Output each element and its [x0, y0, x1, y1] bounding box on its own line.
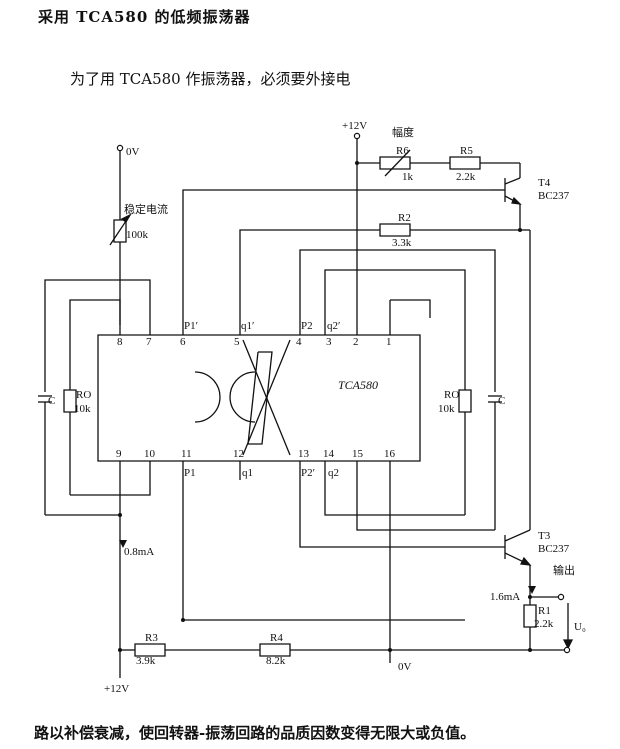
port-q2: q2 — [328, 467, 339, 479]
pin-7: 7 — [146, 336, 152, 348]
port-q1-prime: q1′ — [241, 320, 254, 332]
c-left-name: C — [48, 395, 55, 407]
port-q2-prime: q2′ — [327, 320, 340, 332]
ro-left-value: 10k — [74, 403, 91, 415]
uo-label: U₀ — [574, 621, 586, 633]
r1-value: 2.2k — [534, 618, 554, 630]
pin-15: 15 — [352, 448, 364, 460]
port-p1-prime: P1′ — [184, 320, 198, 332]
pot-stab-value: 100k — [126, 229, 149, 241]
ro-left-name: RO — [76, 389, 91, 401]
pin-11: 11 — [181, 448, 192, 460]
current-right: 1.6mA — [490, 591, 520, 603]
ic-body — [98, 335, 420, 461]
port-q1: q1 — [242, 467, 253, 479]
r2-value: 3.3k — [392, 237, 412, 249]
t3-name: T3 — [538, 530, 551, 542]
ro-right-value: 10k — [438, 403, 455, 415]
supply-bottom-0v: 0V — [398, 661, 412, 673]
ic-name: TCA580 — [338, 378, 378, 392]
pin-10: 10 — [144, 448, 156, 460]
port-p2-prime: P2′ — [301, 467, 315, 479]
r2-name: R2 — [398, 212, 411, 224]
ro-right-name: RO — [444, 389, 459, 401]
pin-2: 2 — [353, 336, 359, 348]
pin-14: 14 — [323, 448, 335, 460]
intro-text: 为了用 TCA580 作振荡器，必须要外接电 — [70, 70, 351, 88]
supply-bottom-12v: +12V — [104, 683, 129, 695]
c-right-name: C — [498, 395, 505, 407]
r6-caption: 幅度 — [392, 125, 414, 139]
r6-name: R6 — [396, 145, 409, 157]
pin-16: 16 — [384, 448, 396, 460]
port-p1: P1 — [184, 467, 196, 479]
pot-stab-name: 稳定电流 — [124, 202, 168, 216]
pin-12: 12 — [233, 448, 244, 460]
r3-value: 3.9k — [136, 655, 156, 667]
r6-resistor — [380, 157, 410, 169]
t4-name: T4 — [538, 177, 551, 189]
footer-text: 路以补偿衰减，使回转器-振荡回路的品质因数变得无限大或负值。 — [34, 724, 476, 742]
r4-value: 8.2k — [266, 655, 286, 667]
supply-top-12v: +12V — [342, 120, 367, 132]
gyrator-arc-right — [230, 372, 255, 422]
gyrator-arc-left — [195, 372, 220, 422]
pin-6: 6 — [180, 336, 186, 348]
r3-name: R3 — [145, 632, 158, 644]
page-title: 采用 TCA580 的低频振荡器 — [38, 8, 251, 26]
r5-value: 2.2k — [456, 171, 476, 183]
current-left: 0.8mA — [124, 546, 154, 558]
r2-resistor — [380, 224, 410, 236]
ro-right-resistor — [459, 390, 471, 412]
pin-5: 5 — [234, 336, 240, 348]
r1-name: R1 — [538, 605, 551, 617]
pin-9: 9 — [116, 448, 122, 460]
r6-value: 1k — [402, 171, 414, 183]
pin-8: 8 — [117, 336, 123, 348]
r4-name: R4 — [270, 632, 283, 644]
output-label: 输出 — [553, 563, 575, 577]
r5-resistor — [450, 157, 480, 169]
gyrator-shape — [248, 352, 272, 444]
pin-3: 3 — [326, 336, 332, 348]
supply-top-0v: 0V — [126, 146, 140, 158]
port-p2: P2 — [301, 320, 313, 332]
pin-1: 1 — [386, 336, 392, 348]
t3-type: BC237 — [538, 543, 570, 555]
r5-name: R5 — [460, 145, 473, 157]
pin-4: 4 — [296, 336, 302, 348]
t4-type: BC237 — [538, 190, 570, 202]
pin-13: 13 — [298, 448, 310, 460]
